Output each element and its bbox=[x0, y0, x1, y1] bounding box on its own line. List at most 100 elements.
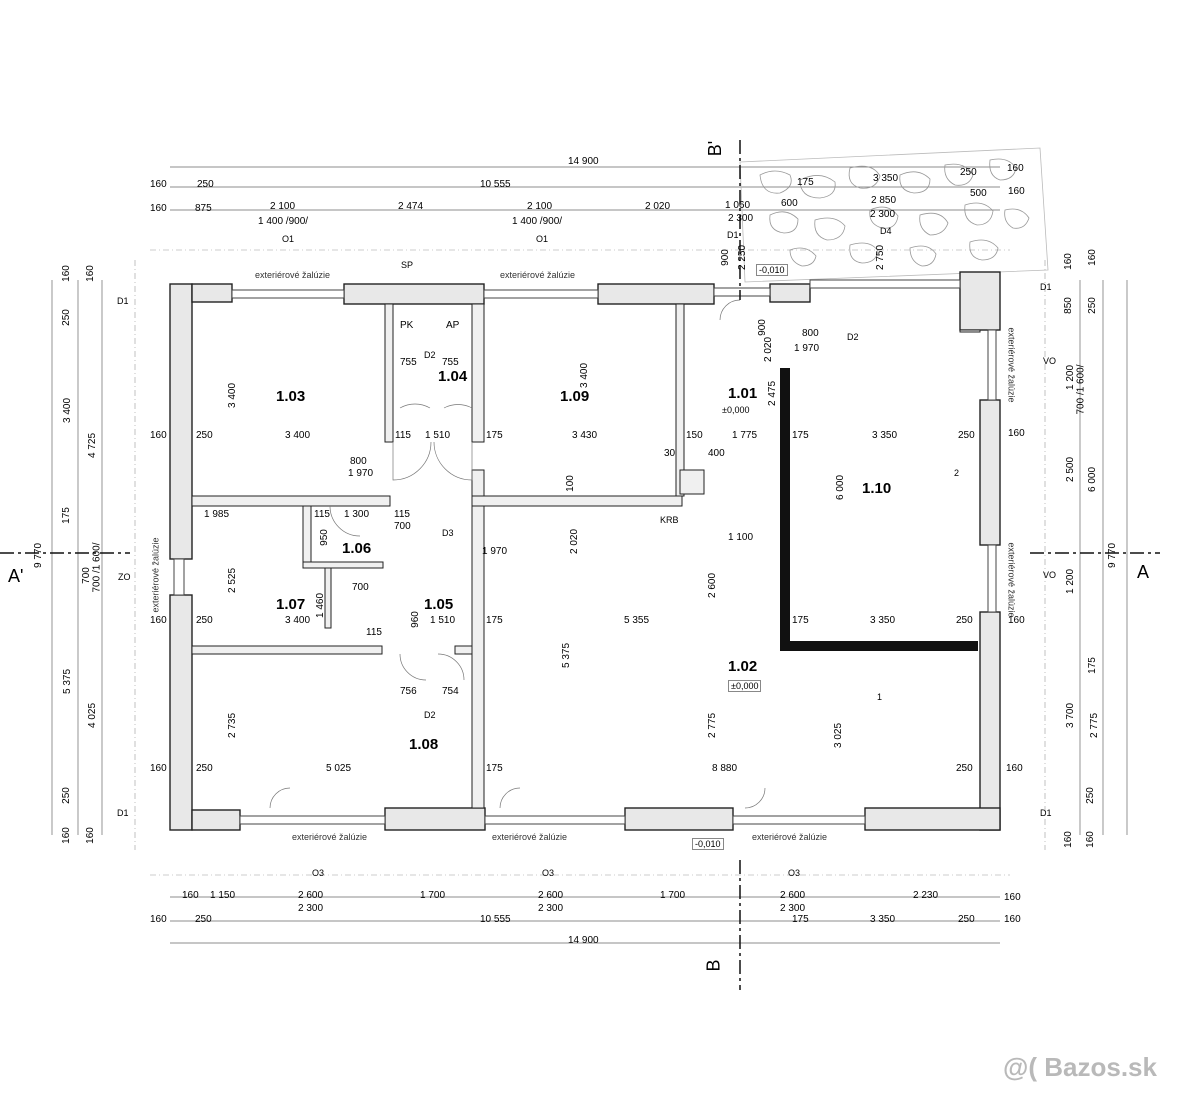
section-mark-a-right: A bbox=[1137, 562, 1150, 582]
tag-zo: ZO bbox=[118, 572, 131, 582]
dim-left-a-3: 175 bbox=[60, 507, 72, 524]
dim-misc-8: 6 000 bbox=[835, 474, 847, 501]
dim-left-b-3: 160 bbox=[84, 827, 96, 844]
dim-inner-upper-9: 175 bbox=[792, 430, 809, 441]
dim-bottom-sub-2: 2 300 bbox=[780, 903, 806, 914]
blinds-note-bottom-3: exteriérové žalúzie bbox=[752, 832, 828, 842]
pk-label: PK bbox=[400, 320, 414, 331]
dim-inner-lower-8: 3 350 bbox=[870, 615, 896, 626]
dim-inner-upper-1: 250 bbox=[196, 430, 213, 441]
dim-right-a-5: 2 775 bbox=[1089, 712, 1101, 739]
dim-misc-29: 100 bbox=[564, 475, 576, 492]
dim-bottom-r2-0: 160 bbox=[150, 914, 167, 925]
dim-right-b-0: 160 bbox=[1086, 249, 1098, 266]
dim-inner-bottom-6: 160 bbox=[1006, 763, 1023, 774]
dim-top-r2-2: 10 555 bbox=[480, 179, 511, 190]
dim-misc-26: 2 750 bbox=[875, 244, 887, 271]
dimension-lines-top bbox=[150, 166, 1010, 251]
tag-o3-a: O3 bbox=[312, 868, 325, 878]
dim-left-a-1: 250 bbox=[60, 309, 72, 326]
dim-top-sub-1: 1 400 /900/ bbox=[512, 216, 563, 227]
dim-right-total: 9 770 bbox=[1107, 542, 1119, 569]
dim-top-r3-7: 600 bbox=[781, 198, 798, 209]
section-mark-b-bottom: B bbox=[703, 959, 724, 972]
dim-left-a-6: 250 bbox=[60, 787, 72, 804]
dim-inner-upper-7: 150 bbox=[686, 430, 703, 441]
dim-bottom-r1-6: 2 600 bbox=[780, 890, 806, 901]
dim-misc-7: 900 bbox=[756, 319, 768, 336]
dim-top-r2-4: 3 350 bbox=[873, 173, 899, 184]
dim-inner-mid-2: 1 300 bbox=[344, 509, 370, 520]
dim-misc-25: 2 250 bbox=[737, 244, 749, 271]
krb-label: KRB bbox=[660, 515, 679, 525]
dim-top-r2-0: 160 bbox=[150, 179, 167, 190]
dim-inner-lower-4: 1 510 bbox=[430, 615, 456, 626]
room-label-1-03: 1.03 bbox=[276, 388, 306, 405]
dim-inner-upper-8: 1 775 bbox=[732, 430, 758, 441]
dim-misc-30: 2 020 bbox=[569, 528, 581, 555]
dim-inner-bottom-0: 160 bbox=[150, 763, 167, 774]
dim-bottom-r2-2: 10 555 bbox=[480, 914, 511, 925]
dim-inner-lower-6: 5 355 bbox=[624, 615, 650, 626]
dim-left-a-7: 160 bbox=[60, 827, 72, 844]
dim-misc-32: 700 bbox=[352, 582, 369, 593]
dim-bottom-r1-2: 2 600 bbox=[298, 890, 324, 901]
blinds-note-left: exteriérové žalúzie bbox=[150, 537, 161, 613]
blinds-note-bottom-2: exteriérové žalúzie bbox=[492, 832, 568, 842]
dim-left-window: 700 /1 600/ bbox=[91, 542, 103, 593]
dim-right-a-0: 160 bbox=[1062, 253, 1074, 270]
dim-inner-lower-10: 160 bbox=[1008, 615, 1025, 626]
dim-inner-upper-12: 160 bbox=[1008, 428, 1025, 439]
dim-top-r2-1: 250 bbox=[197, 179, 214, 190]
dim-inner-mid-4: 700 bbox=[394, 521, 411, 532]
dimension-lines-right bbox=[1044, 260, 1128, 850]
dim-left-total: 9 770 bbox=[33, 542, 45, 569]
tag-d2-108: D2 bbox=[424, 710, 436, 720]
blinds-note-top-2: exteriérové žalúzie bbox=[500, 270, 576, 280]
dim-left-a-0: 160 bbox=[60, 265, 72, 282]
dim-left-b-1: 4 725 bbox=[87, 432, 99, 459]
dim-bottom-sub-0: 2 300 bbox=[298, 903, 324, 914]
dim-misc-2: 800 bbox=[350, 456, 367, 467]
dim-misc-12: 960 bbox=[409, 611, 421, 628]
dim-right-a-7: 160 bbox=[1084, 831, 1096, 848]
room-1-10-wall bbox=[780, 368, 978, 651]
dim-left-b-0: 160 bbox=[84, 265, 96, 282]
section-mark-b-top: B' bbox=[705, 140, 726, 157]
tag-d1-right-top: D1 bbox=[1040, 282, 1052, 292]
dim-bottom-r1-3: 1 700 bbox=[420, 890, 446, 901]
dim-misc-1: 755 bbox=[442, 357, 459, 368]
tag-o1-b: O1 bbox=[536, 234, 549, 244]
dim-inner-lower-5: 175 bbox=[486, 615, 503, 626]
dim-top-sub-2: 2 300 bbox=[728, 213, 754, 224]
dim-top-r3-0: 160 bbox=[150, 203, 167, 214]
room-level-1-01: ±0,000 bbox=[722, 405, 750, 415]
dim-inner-lower-0: 160 bbox=[150, 615, 167, 626]
dim-inner-lower-3: 115 bbox=[366, 627, 382, 638]
tag-o1-a: O1 bbox=[282, 234, 295, 244]
dim-right-a-1: 850 bbox=[1062, 297, 1074, 314]
mark-1: 1 bbox=[877, 692, 883, 702]
stone-terrace bbox=[739, 147, 1049, 283]
dimension-lines-left bbox=[51, 260, 136, 850]
dim-inner-lower-7: 175 bbox=[792, 615, 809, 626]
section-mark-a-left: A' bbox=[8, 566, 24, 586]
dim-inner-mid-0: 1 985 bbox=[204, 509, 230, 520]
tag-d2-110: D2 bbox=[847, 332, 859, 342]
dim-bottom-r2-4: 3 350 bbox=[870, 914, 896, 925]
blinds-note-right-2: exteriérové žalúzie bbox=[1006, 542, 1017, 618]
dim-top-r3-1: 875 bbox=[195, 203, 212, 214]
dim-top-r3-4: 2 100 bbox=[527, 201, 553, 212]
watermark: @( Bazos.sk bbox=[1003, 1052, 1157, 1082]
dim-right-a-3: 1 200 bbox=[1065, 568, 1077, 595]
dim-misc-4: 3 400 bbox=[227, 382, 239, 409]
dim-misc-23: 1 970 bbox=[794, 343, 820, 354]
tag-vo-b: VO bbox=[1043, 570, 1057, 580]
dim-inner-lower-9: 250 bbox=[956, 615, 973, 626]
dim-bottom-r2-1: 250 bbox=[195, 914, 212, 925]
dim-misc-27: 5 375 bbox=[561, 642, 573, 669]
tag-o3-b: O3 bbox=[542, 868, 555, 878]
door-swings bbox=[269, 299, 766, 809]
blinds-note-top-1: exteriérové žalúzie bbox=[255, 270, 331, 280]
dim-misc-18: 2 600 bbox=[707, 572, 719, 599]
